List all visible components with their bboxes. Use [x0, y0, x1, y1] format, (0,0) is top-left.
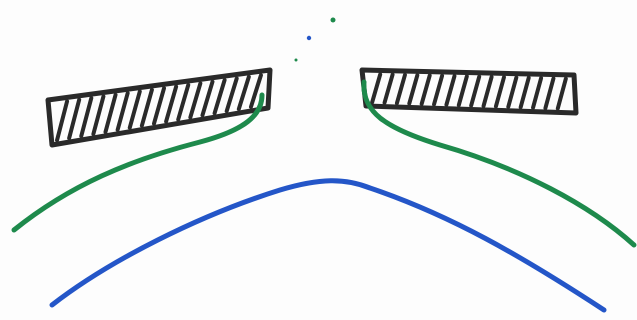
hatch-stroke	[434, 76, 442, 104]
hatch-stroke	[397, 75, 405, 103]
hatch-stroke	[496, 77, 504, 106]
hatch-stroke	[178, 85, 188, 119]
hatch-stroke	[422, 76, 430, 104]
hatch-stroke	[545, 79, 553, 108]
ink-specks	[295, 18, 336, 62]
hatch-stroke	[484, 77, 492, 106]
hatch-stroke	[106, 95, 116, 132]
blue-arch-curve	[52, 181, 604, 310]
hatch-stroke	[154, 88, 164, 123]
hatch-stroke	[190, 83, 200, 117]
hatch-stroke	[533, 78, 541, 107]
hatch-stroke	[521, 78, 529, 107]
hatch-stroke	[57, 101, 67, 140]
hatch-stroke	[130, 92, 140, 128]
hatch-stroke	[93, 97, 103, 134]
hatch-stroke	[508, 78, 516, 107]
hatched-block-left	[48, 70, 270, 145]
hatch-stroke	[142, 90, 152, 126]
hatch-stroke	[409, 75, 417, 103]
hatch-stroke	[166, 87, 176, 122]
hatched-block-right	[362, 70, 576, 113]
hatch-stroke	[558, 79, 566, 109]
hatch-stroke	[69, 100, 79, 138]
hatch-stroke	[471, 77, 479, 106]
hatch-stroke	[372, 74, 380, 102]
hatch-stroke	[227, 78, 237, 111]
hatch-stroke	[215, 80, 225, 113]
hatch-stroke	[385, 75, 393, 103]
hatch-stroke	[239, 77, 249, 109]
hatch-stroke	[81, 98, 91, 136]
hatch-stroke	[202, 82, 212, 115]
hatch-stroke	[118, 93, 128, 130]
hatch-stroke	[459, 76, 467, 105]
hatch-stroke	[446, 76, 454, 105]
